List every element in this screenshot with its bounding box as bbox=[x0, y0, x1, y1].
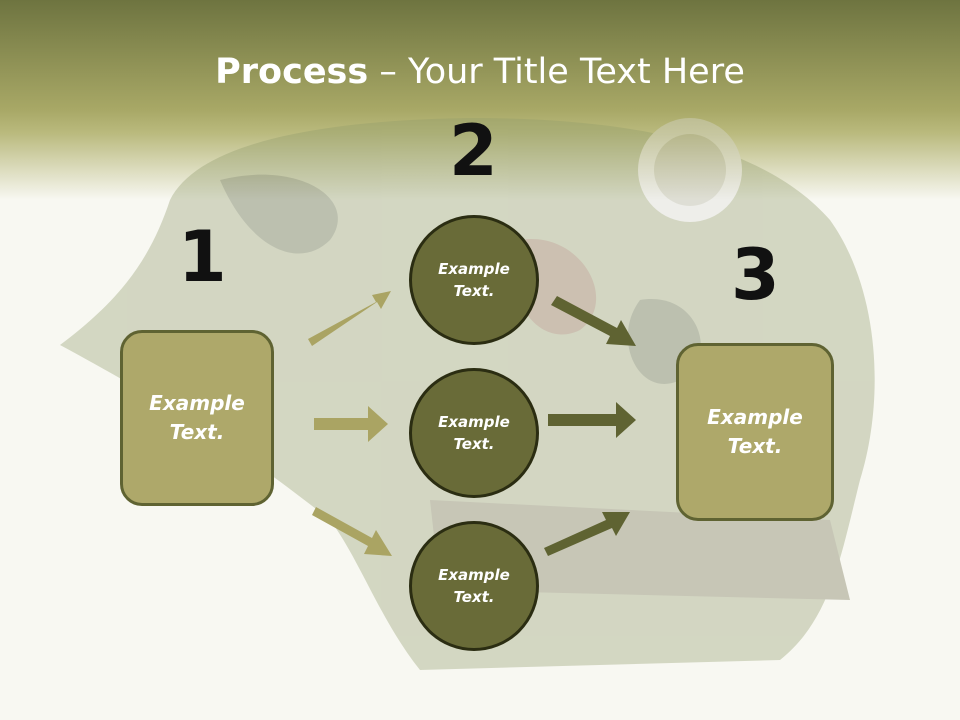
circle-bottom: Example Text. bbox=[409, 521, 539, 651]
circle-middle-line2: Text. bbox=[453, 435, 495, 453]
arrow-left-top bbox=[308, 291, 391, 346]
left-box-line2: Text. bbox=[169, 420, 225, 444]
right-box-line1: Example bbox=[707, 405, 803, 429]
step-number-1: 1 bbox=[178, 216, 227, 298]
header-band bbox=[0, 0, 960, 200]
arrow-left-middle bbox=[314, 406, 388, 442]
right-box-line2: Text. bbox=[727, 434, 783, 458]
arrow-right-top bbox=[551, 296, 636, 346]
arrow-right-bottom bbox=[544, 512, 630, 556]
arrow-right-middle bbox=[548, 402, 636, 438]
arrow-left-bottom bbox=[312, 507, 392, 556]
page-title: Process – Your Title Text Here bbox=[0, 52, 960, 92]
circle-middle: Example Text. bbox=[409, 368, 539, 498]
circle-bottom-line2: Text. bbox=[453, 588, 495, 606]
left-step-box: Example Text. bbox=[120, 330, 274, 506]
title-rest: – Your Title Text Here bbox=[368, 52, 745, 92]
circle-top-line2: Text. bbox=[453, 282, 495, 300]
circle-bottom-line1: Example bbox=[438, 565, 510, 584]
circle-top: Example Text. bbox=[409, 215, 539, 345]
left-box-line1: Example bbox=[149, 391, 245, 415]
circle-middle-line1: Example bbox=[438, 412, 510, 431]
circle-top-line1: Example bbox=[438, 259, 510, 278]
right-step-box: Example Text. bbox=[676, 343, 834, 521]
title-bold: Process bbox=[215, 52, 369, 92]
step-number-3: 3 bbox=[731, 234, 780, 316]
step-number-2: 2 bbox=[449, 110, 498, 192]
